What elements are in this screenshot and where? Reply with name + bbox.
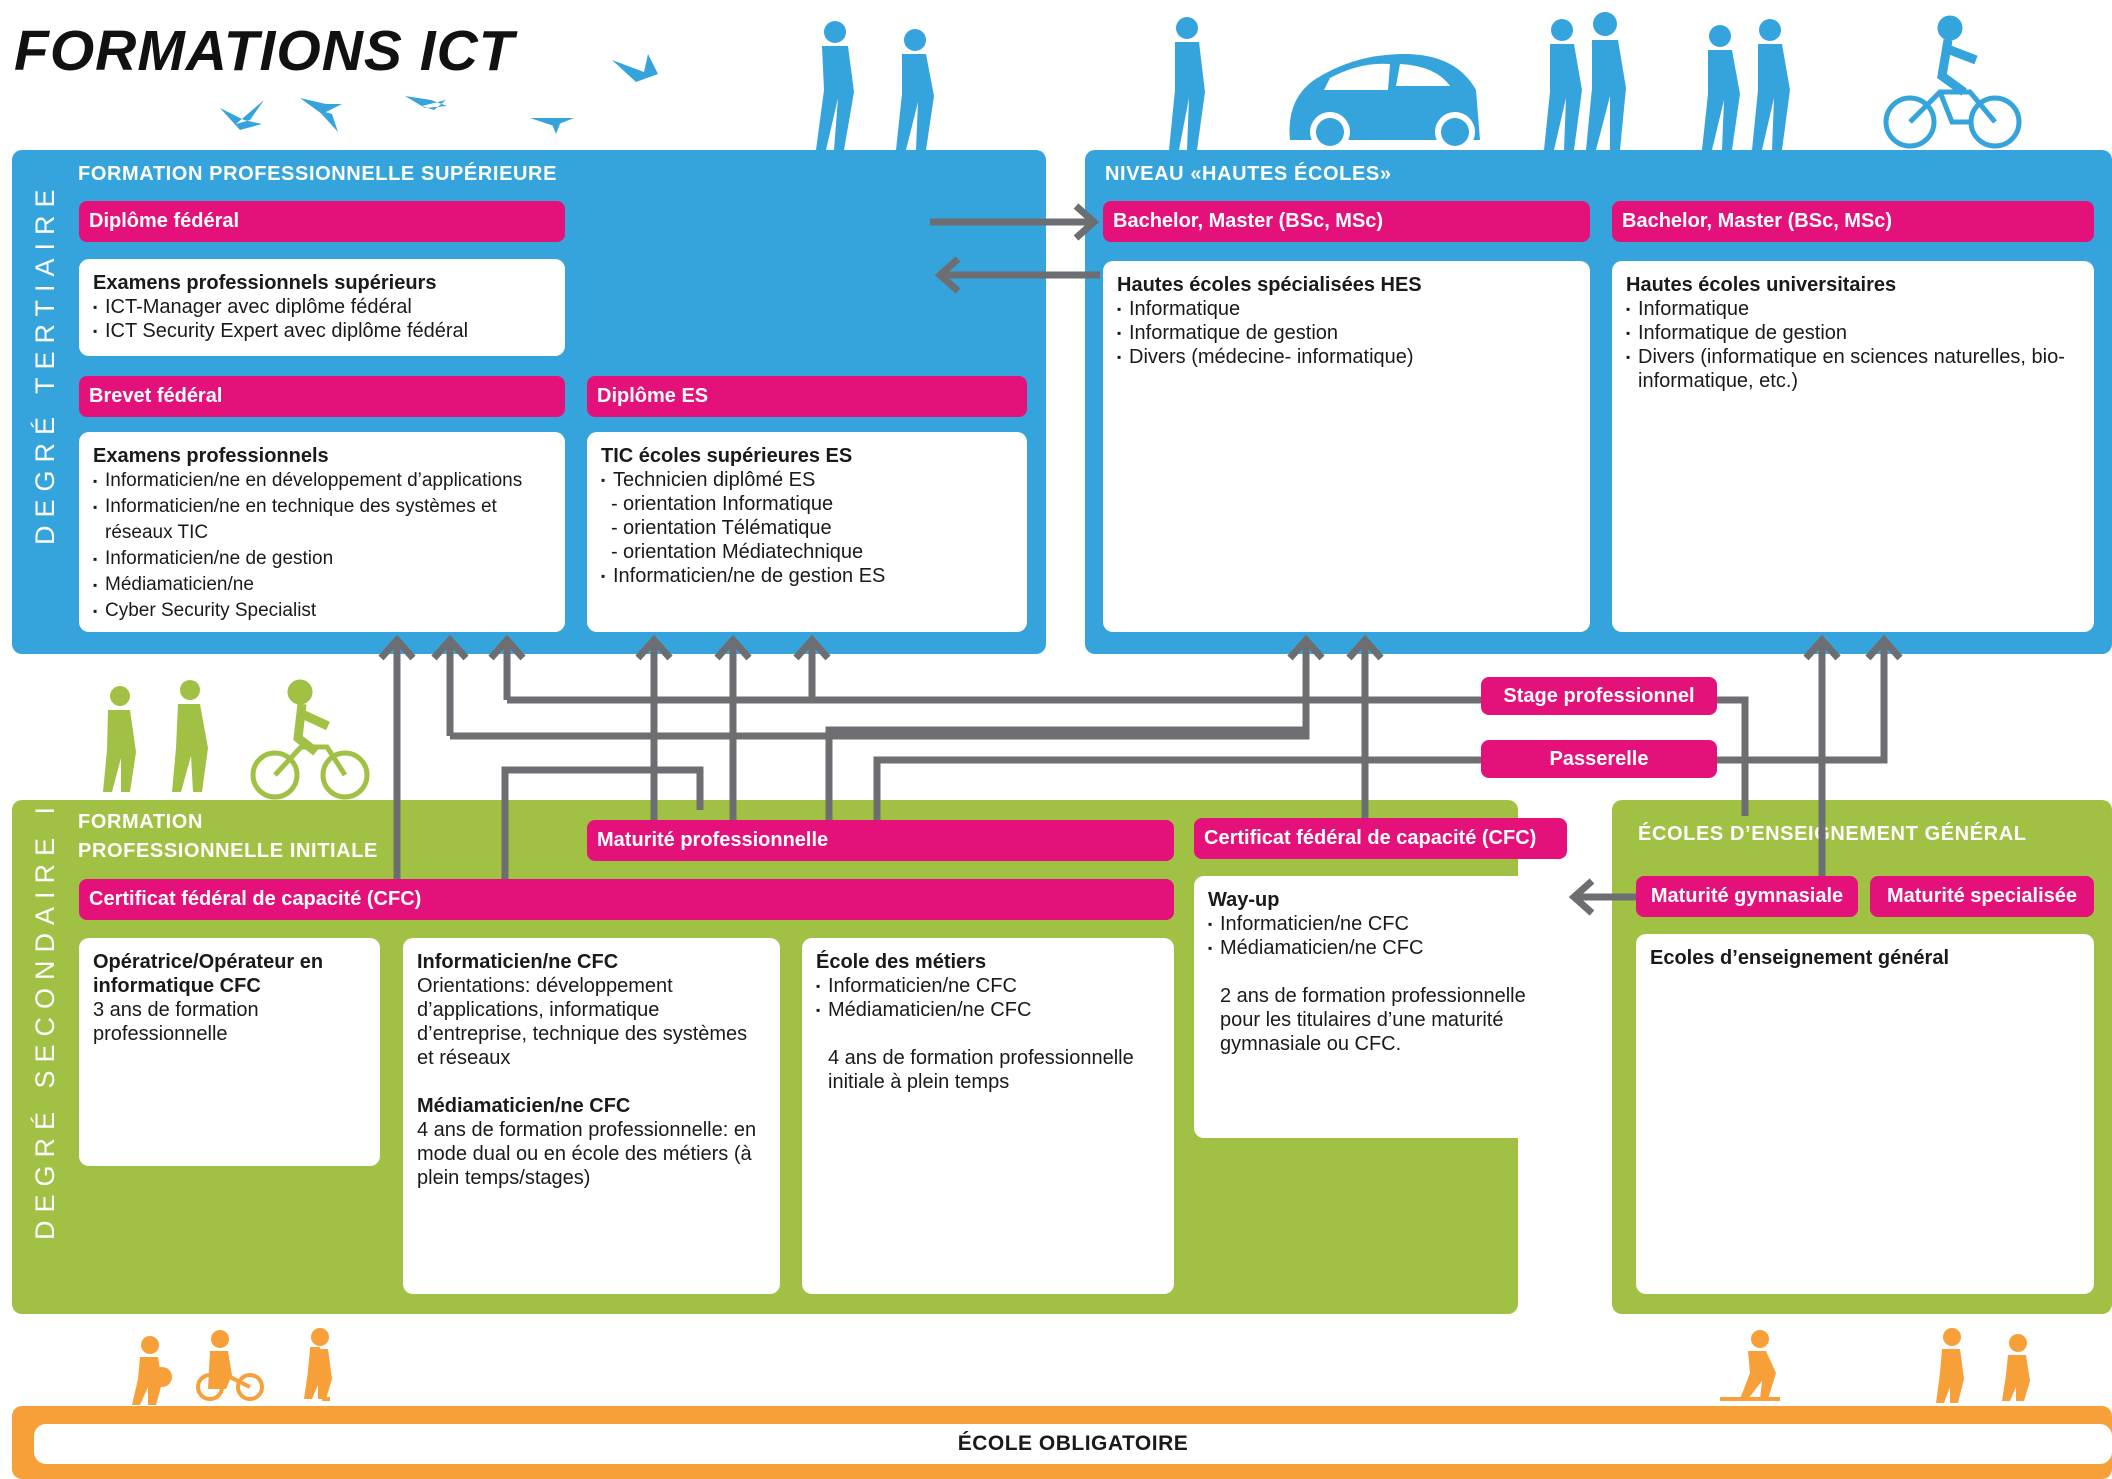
brevet-federal-label: Brevet fédéral <box>79 376 565 417</box>
wayup-card-text: 2 ans de formation professionnelle pour … <box>1220 985 1526 1055</box>
decor-orange-children <box>132 1328 2030 1405</box>
list-item: Informaticien/ne en développement d’appl… <box>93 468 551 494</box>
arrow-cfc-to-hes <box>450 642 1310 740</box>
informaticien-card-title: Informaticien/ne CFC <box>417 951 619 973</box>
ecole-metiers-card-title: École des métiers <box>816 951 987 973</box>
informaticien-card-text: Orientations: développement d’applicatio… <box>417 975 748 1069</box>
hu-degree-label: Bachelor, Master (BSc, MSc) <box>1612 201 2094 242</box>
fpi-title: FORMATION PROFESSIONNELLE INITIALE <box>78 808 378 866</box>
cyclist-icon <box>250 679 370 800</box>
fps-title: FORMATION PROFESSIONNELLE SUPÉRIEURE <box>78 163 558 185</box>
walking-students-icon <box>816 12 1790 150</box>
walking-students-icon <box>103 680 208 792</box>
page-title: FORMATIONS ICT <box>14 19 515 83</box>
hes-degree-label: Bachelor, Master (BSc, MSc) <box>1103 201 1590 242</box>
list-subitem: orientation Informatique <box>601 492 1013 516</box>
eps-card: Examens professionnels supérieurs ICT-Ma… <box>79 259 565 356</box>
list-item: Informatique <box>1626 297 2080 321</box>
list-item: Informaticien/ne CFC <box>816 974 1160 998</box>
mediamaticien-card-text: 4 ans de formation professionnelle: en m… <box>417 1119 757 1189</box>
mat-spec-label: Maturité specialisée <box>1870 876 2094 917</box>
decor-green-people <box>103 679 370 800</box>
ecole-obligatoire-label: ÉCOLE OBLIGATOIRE <box>34 1424 2112 1464</box>
passerelle-label: Passerelle <box>1481 740 1717 778</box>
eeg-card-title: Ecoles d’enseignement général <box>1650 947 1949 969</box>
eeg-card: Ecoles d’enseignement général <box>1636 934 2094 1294</box>
hu-card-title: Hautes écoles universitaires <box>1626 274 1897 296</box>
hes-card-title: Hautes écoles spécialisées HES <box>1117 274 1422 296</box>
eps-card-title: Examens professionnels supérieurs <box>93 272 437 294</box>
decor-top <box>220 12 2022 152</box>
arrow-cfc-up-2 <box>501 766 704 879</box>
maturite-pro-label: Maturité professionnelle <box>587 820 1174 861</box>
diplome-federal-label: Diplôme fédéral <box>79 201 565 242</box>
hu-card: Hautes écoles universitaires Informatiqu… <box>1612 261 2094 632</box>
eeg-title: ÉCOLES D’ENSEIGNEMENT GÉNÉRAL <box>1638 823 2027 845</box>
diplome-es-label: Diplôme ES <box>587 376 1027 417</box>
fpi-title-line2: PROFESSIONNELLE INITIALE <box>78 840 378 862</box>
es-card: TIC écoles supérieures ES Technicien dip… <box>587 432 1027 632</box>
list-item: Médiamaticien/ne CFC <box>816 998 1160 1022</box>
list-item: Technicien diplômé ES <box>601 468 1013 492</box>
list-item: Informaticien/ne de gestion <box>93 546 551 572</box>
es-card-title: TIC écoles supérieures ES <box>601 445 853 467</box>
list-item: Informatique <box>1117 297 1576 321</box>
ecole-metiers-card: École des métiers Informaticien/ne CFC M… <box>802 938 1174 1294</box>
list-item: Divers (médecine- informatique) <box>1117 345 1576 369</box>
list-item: Informatique de gestion <box>1117 321 1576 345</box>
list-item: Informaticien/ne en technique des systèm… <box>93 494 551 546</box>
hes-card: Hautes écoles spécialisées HES Informati… <box>1103 261 1590 632</box>
list-item: Médiamaticien/ne <box>93 572 551 598</box>
list-subitem: orientation Médiatechnique <box>601 540 1013 564</box>
operateur-card-title: Opératrice/Opérateur en informatique CFC <box>93 951 324 997</box>
list-item: Informatique de gestion <box>1626 321 2080 345</box>
stage-label: Stage professionnel <box>1481 677 1717 715</box>
list-item: Médiamaticien/ne CFC <box>1208 936 1553 960</box>
list-item: Cyber Security Specialist <box>93 598 551 624</box>
list-item: Informaticien/ne de gestion ES <box>601 564 1013 588</box>
list-subitem: orientation Télématique <box>601 516 1013 540</box>
mat-gym-label: Maturité gymnasiale <box>1636 876 1858 917</box>
children-playing-icon <box>132 1328 2030 1405</box>
car-icon <box>1289 54 1480 152</box>
fpi-title-line1: FORMATION <box>78 811 204 833</box>
operateur-card-text: 3 ans de formation professionnelle <box>93 999 259 1045</box>
arrow-stage-line <box>507 696 1749 816</box>
wayup-card-title: Way-up <box>1208 889 1280 911</box>
cfc-right-label: Certificat fédéral de capacité (CFC) <box>1194 818 1567 859</box>
informaticien-card: Informaticien/ne CFC Orientations: dével… <box>403 938 780 1294</box>
list-item: Divers (informatique en sciences naturel… <box>1626 345 2080 393</box>
ep-card-title: Examens professionnels <box>93 445 329 467</box>
operateur-card: Opératrice/Opérateur en informatique CFC… <box>79 938 380 1166</box>
he-title: NIVEAU «HAUTES ÉCOLES» <box>1105 163 1392 185</box>
cyclist-icon <box>1883 15 2022 149</box>
list-item: Informaticien/ne CFC <box>1208 912 1553 936</box>
ep-card: Examens professionnels Informaticien/ne … <box>79 432 565 632</box>
ecole-metiers-card-text: 4 ans de formation professionnelle initi… <box>828 1047 1134 1093</box>
wayup-card: Way-up Informaticien/ne CFC Médiamaticie… <box>1194 876 1567 1138</box>
list-item: ICT Security Expert avec diplôme fédéral <box>93 319 551 343</box>
flying-birds-icon <box>220 54 658 134</box>
cfc-left-label: Certificat fédéral de capacité (CFC) <box>79 879 1174 920</box>
arrow-passerelle-line <box>873 642 1888 820</box>
arrow-mat-pro-to-hes <box>825 726 1306 820</box>
mediamaticien-card-title: Médiamaticien/ne CFC <box>417 1095 631 1117</box>
list-item: ICT-Manager avec diplôme fédéral <box>93 295 551 319</box>
